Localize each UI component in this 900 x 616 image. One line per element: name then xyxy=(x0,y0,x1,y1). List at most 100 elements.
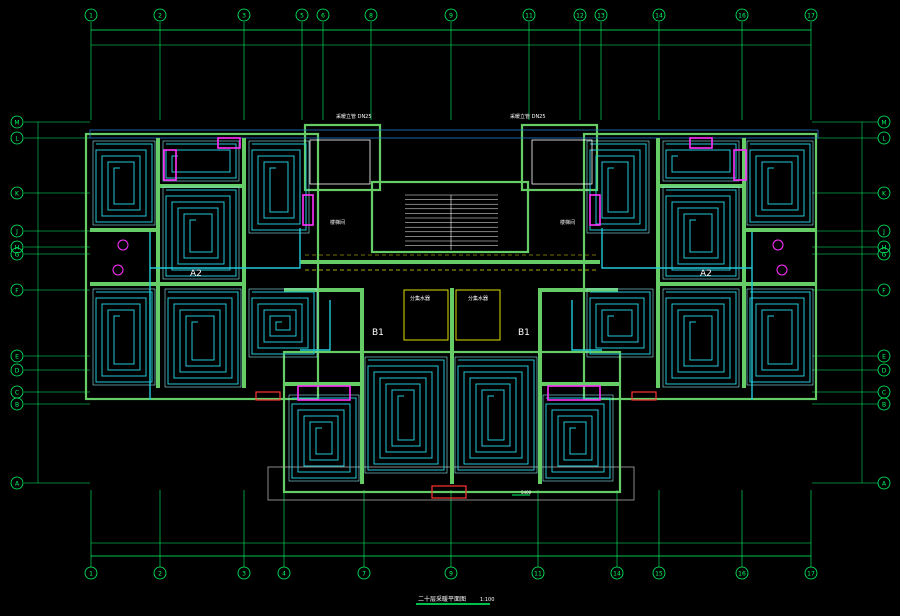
axis-label-left: G xyxy=(15,252,20,259)
axis-bubble-top xyxy=(364,8,378,22)
partition-wall xyxy=(660,184,744,188)
axis-label-bottom: 16 xyxy=(738,571,746,578)
heating-coil xyxy=(589,291,651,355)
heating-coil-boundary xyxy=(248,288,318,358)
supply-return-trunk xyxy=(149,228,301,269)
bottom-dimension: 5400 xyxy=(521,490,532,495)
axis-label-left: D xyxy=(15,368,20,375)
axis-label-top: 9 xyxy=(449,13,453,20)
room-label-layer: A2 A2 B1 B1 楼梯间 楼梯间 采暖立管 DN25 采暖立管 DN25 … xyxy=(190,113,712,495)
heating-coil-boundary xyxy=(662,186,740,280)
axis-label-right: M xyxy=(881,120,886,127)
toilet-fixture xyxy=(776,264,788,276)
axis-bubble-right xyxy=(877,186,891,200)
axis-label-bottom: 7 xyxy=(362,571,366,578)
heating-coil-boundary xyxy=(746,288,814,386)
axis-label-left: L xyxy=(15,136,19,143)
axis-label-left: A xyxy=(15,481,20,488)
axis-label-right: B xyxy=(882,402,886,409)
heating-coil xyxy=(665,143,737,179)
axis-bubble-right xyxy=(877,476,891,490)
manifold-note-right: 分集水器 xyxy=(468,295,488,302)
magenta-fixture xyxy=(733,149,747,181)
axis-bubble-left xyxy=(10,363,24,377)
axis-bubble-right xyxy=(877,247,891,261)
partition-wall xyxy=(742,138,746,388)
axis-bubble-left xyxy=(10,186,24,200)
axis-bubble-top xyxy=(652,8,666,22)
axis-label-bottom: 17 xyxy=(807,571,815,578)
axis-bubble-right xyxy=(877,115,891,129)
axis-label-bottom: 15 xyxy=(655,571,663,578)
axis-label-top: 17 xyxy=(807,13,815,20)
partition-wall xyxy=(284,382,364,386)
axis-bubble-left xyxy=(10,115,24,129)
axis-label-top: 1 xyxy=(89,13,93,20)
axis-label-bottom: 3 xyxy=(242,571,246,578)
partition-wall xyxy=(160,184,244,188)
heating-coil xyxy=(251,143,307,231)
heating-coil-boundary xyxy=(164,288,242,388)
drawing-scale: 1:100 xyxy=(480,597,494,603)
heating-coil xyxy=(545,397,611,479)
heating-coil-boundary xyxy=(454,356,538,474)
heating-coil xyxy=(165,189,237,277)
axis-bubble-top xyxy=(735,8,749,22)
axis-bubble-bottom xyxy=(735,566,749,580)
axis-bubble-top xyxy=(444,8,458,22)
unit-label-a2-left: A2 xyxy=(190,269,202,279)
partition-wall xyxy=(242,138,246,388)
partition-wall xyxy=(284,288,364,292)
partition-wall xyxy=(538,288,618,292)
supply-return-trunk xyxy=(300,300,331,351)
axis-label-top: 12 xyxy=(576,13,584,20)
axis-bubble-bottom xyxy=(610,566,624,580)
axis-label-top: 3 xyxy=(242,13,246,20)
shaft-box xyxy=(531,139,593,185)
axis-bubble-left xyxy=(10,224,24,238)
heating-coil-layer xyxy=(92,140,814,482)
partition-wall xyxy=(742,228,816,232)
axis-bubble-bottom xyxy=(357,566,371,580)
stair-note-right: 楼梯间 xyxy=(560,219,575,226)
axis-bubble-right xyxy=(877,240,891,254)
axis-bubble-left xyxy=(10,349,24,363)
heating-coil xyxy=(95,143,153,223)
axis-label-top: 8 xyxy=(369,13,373,20)
axis-bubble-bottom xyxy=(237,566,251,580)
right-core-room xyxy=(520,123,599,192)
partition-wall xyxy=(90,228,160,232)
partition-wall xyxy=(742,282,816,286)
heating-coil xyxy=(95,291,153,383)
magenta-fixture xyxy=(163,149,177,181)
heating-coil-boundary xyxy=(92,288,156,386)
unit-label-a2-right: A2 xyxy=(700,269,712,279)
axis-bubble-right xyxy=(877,363,891,377)
axis-label-left: K xyxy=(15,191,20,198)
partition-wall xyxy=(660,282,744,286)
stair-core xyxy=(370,180,530,254)
heating-coil xyxy=(589,143,647,231)
partition-wall xyxy=(90,282,160,286)
heating-coil-boundary xyxy=(586,140,650,234)
heating-coil-boundary xyxy=(248,140,310,234)
axis-label-top: 2 xyxy=(158,13,162,20)
axis-bubble-left xyxy=(10,397,24,411)
axis-bubble-top xyxy=(594,8,608,22)
supply-return-trunk xyxy=(571,300,602,351)
axis-label-right: L xyxy=(882,136,886,143)
heating-coil xyxy=(749,291,811,383)
axis-label-left: M xyxy=(14,120,19,127)
magenta-fixture xyxy=(302,194,314,226)
axis-label-top: 6 xyxy=(321,13,325,20)
axis-bubble-left xyxy=(10,283,24,297)
left-core-room xyxy=(303,123,382,192)
kitchen-equipment xyxy=(297,385,351,401)
axis-label-top: 13 xyxy=(597,13,605,20)
axis-bubble-bottom xyxy=(652,566,666,580)
axis-label-top: 16 xyxy=(738,13,746,20)
axis-label-top: 11 xyxy=(525,13,533,20)
axis-bubble-top xyxy=(295,8,309,22)
